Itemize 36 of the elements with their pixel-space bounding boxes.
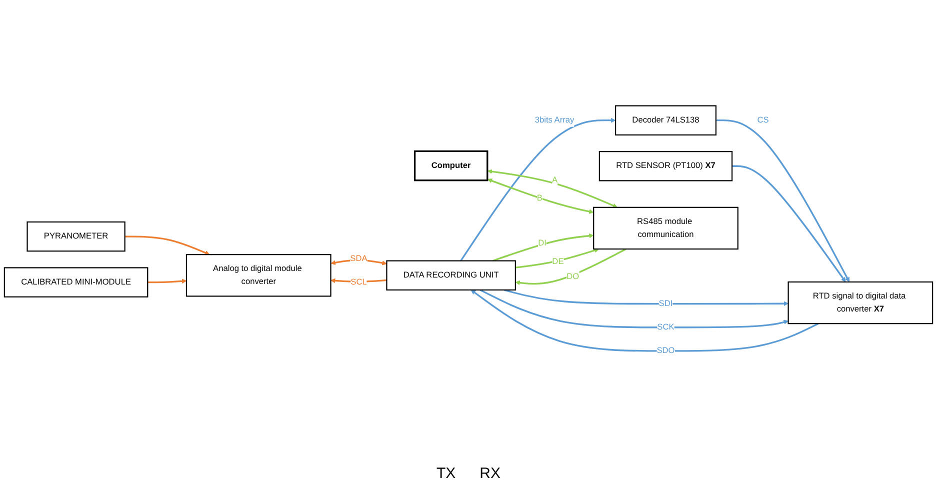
arrow	[732, 165, 846, 282]
arrow	[492, 233, 594, 262]
edge-label: CS	[757, 115, 769, 125]
node-box: DATA RECORDING UNIT	[386, 260, 516, 290]
pin-label: TX	[436, 465, 456, 484]
pin-label: RX	[480, 465, 500, 484]
arrow	[480, 289, 788, 328]
edge-label: SCL	[350, 277, 367, 287]
edge-label: SDI	[658, 298, 673, 308]
edge-label: SDO	[656, 346, 675, 356]
edge-label: 3bits Array	[534, 115, 574, 125]
node-box: Decoder 74LS138	[614, 105, 716, 136]
arrow	[148, 278, 187, 284]
node-box: PYRANOMETER	[26, 221, 126, 252]
edge-label: SDA	[350, 254, 368, 264]
edge-label: DI	[538, 238, 546, 248]
arrow	[470, 290, 819, 352]
node-box: Computer	[414, 150, 488, 182]
node-box: RS485 module communication	[593, 206, 738, 250]
arrow	[504, 289, 788, 306]
arrow	[124, 236, 210, 256]
arrow	[515, 248, 600, 268]
node-box: RTD SENSOR (PT100) X7	[598, 151, 733, 182]
arrow	[487, 178, 594, 214]
arrow	[716, 120, 850, 282]
arrow	[515, 248, 626, 286]
edge-label: SCK	[657, 322, 674, 332]
arrow	[487, 169, 618, 208]
edge-label: DO	[566, 272, 580, 282]
node-box: RTD signal to digital data converter X7	[788, 281, 934, 324]
edge-label: A	[552, 175, 558, 185]
edge-label: B	[536, 193, 542, 203]
edge-label: DE	[552, 256, 564, 266]
node-box: Analog to digital module converter	[186, 254, 332, 297]
arrow	[460, 118, 616, 262]
node-box: CALIBRATED MINI-MODULE	[4, 267, 148, 298]
